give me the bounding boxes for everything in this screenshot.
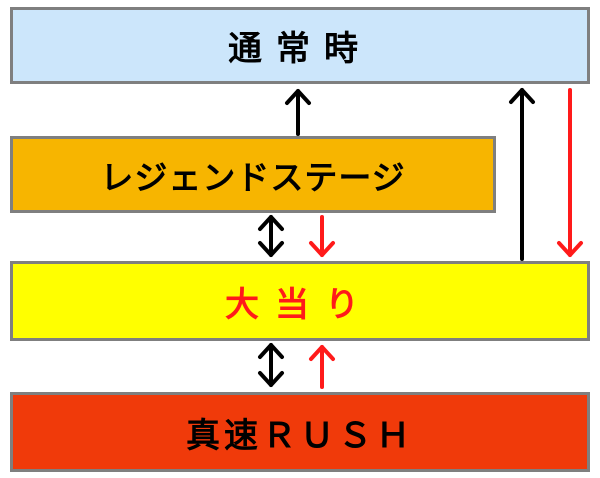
arrow-legend-to-jackpot (309, 215, 335, 257)
arrow-legend-jackpot-bidirectional (258, 215, 284, 257)
box-legend-stage: レジェンドステージ (10, 136, 496, 213)
box-normal-mode: 通常時 (10, 7, 590, 84)
arrow-rush-to-jackpot (309, 345, 335, 389)
arrow-legend-to-normal (285, 89, 311, 136)
arrow-jackpot-to-normal (509, 88, 535, 261)
box-legend-stage-label: レジェンドステージ (100, 157, 406, 197)
box-jackpot-label: 大当り (225, 284, 375, 325)
box-jackpot: 大当り (10, 261, 590, 341)
box-normal-mode-label: 通常時 (228, 29, 372, 69)
arrow-normal-to-jackpot (557, 88, 583, 257)
arrow-jackpot-rush-bidirectional (258, 343, 284, 387)
box-rush-label: 真速ＲＵＳＨ (186, 415, 414, 456)
box-rush: 真速ＲＵＳＨ (10, 392, 590, 472)
